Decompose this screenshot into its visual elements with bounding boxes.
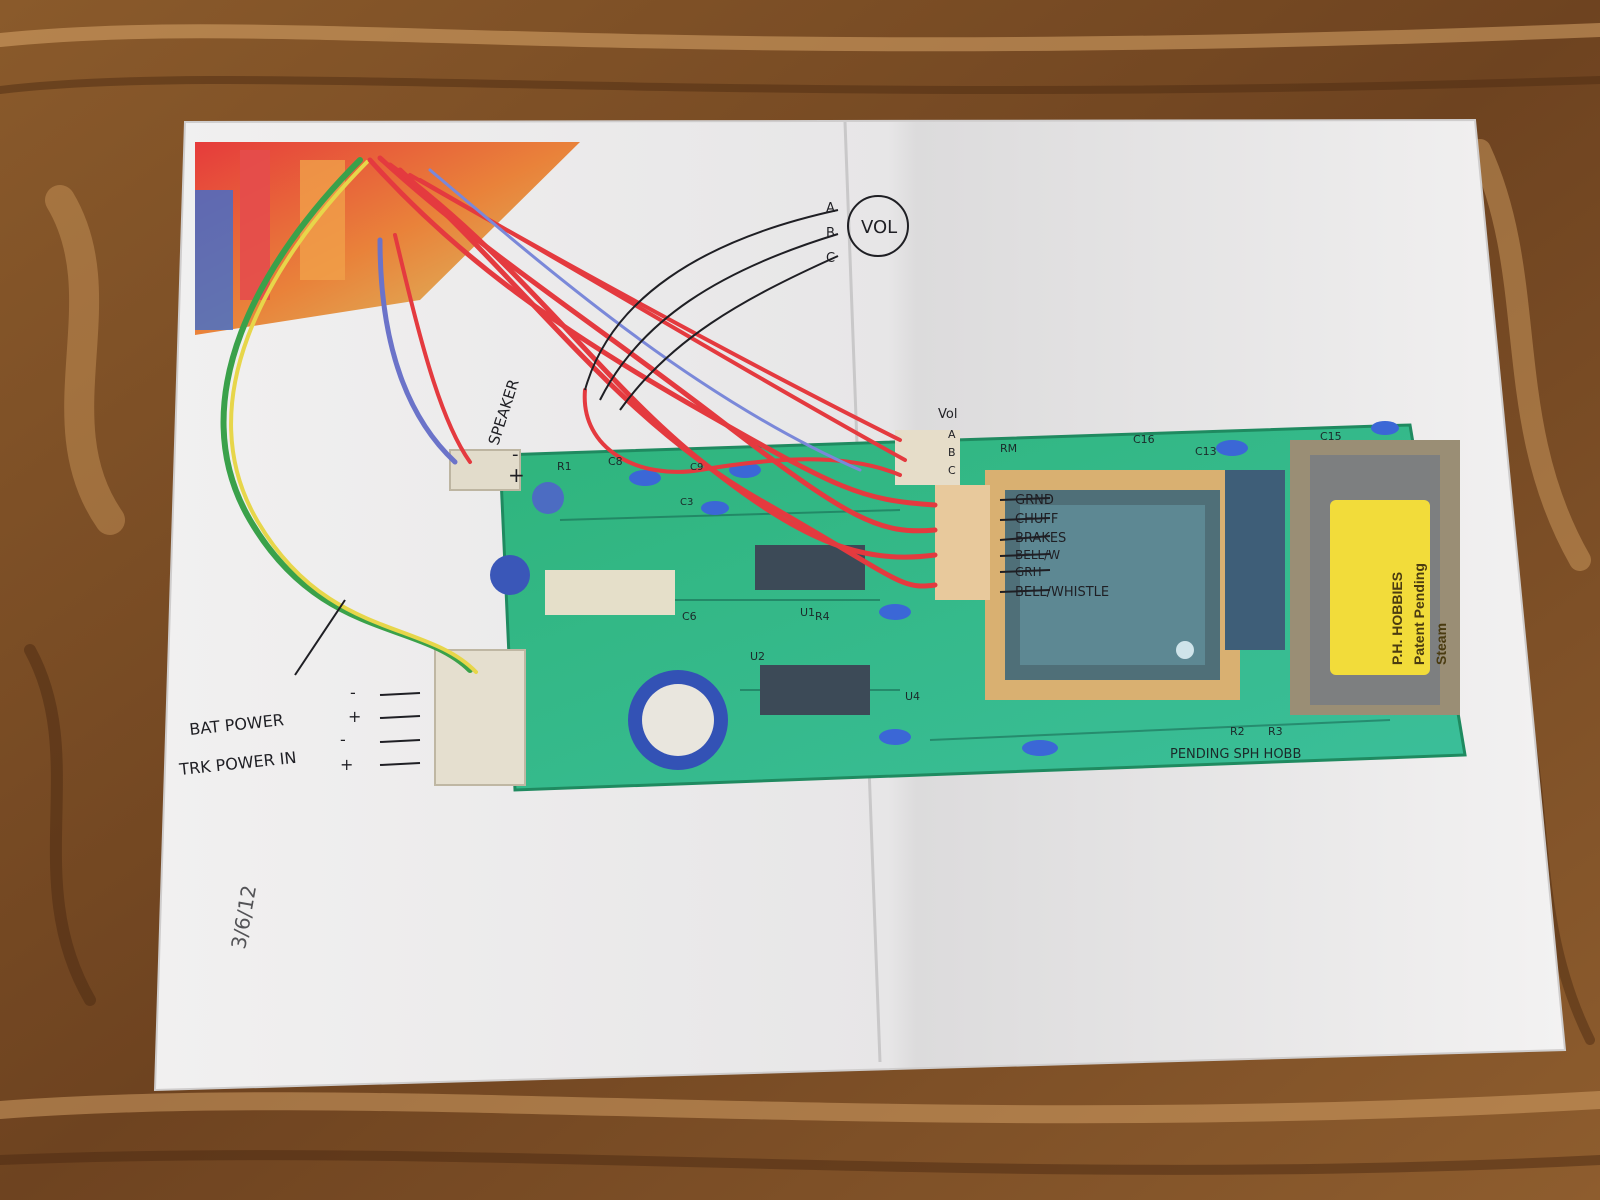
silk-r1: R1 (557, 460, 572, 473)
signal-label-grnd: GRND (1015, 493, 1054, 508)
speaker-plus: + (508, 463, 525, 487)
pen-annotations (294, 195, 1051, 766)
vol-pin-c: C (826, 251, 835, 266)
small-capacitor-2 (532, 482, 564, 514)
vol-header-a: A (948, 428, 956, 441)
silk-c15: C15 (1320, 430, 1342, 443)
chip-label-line-2: Patent Pending (1411, 563, 1427, 665)
signal-label-chuff: CHUFF (1015, 512, 1058, 527)
silk-c6: C6 (682, 610, 697, 623)
white-relay (545, 570, 675, 615)
vol-header-b: B (948, 446, 956, 459)
vol-pin-a: A (826, 201, 835, 216)
wire-bundle (220, 155, 938, 674)
signal-header (935, 485, 990, 600)
volume-header (895, 430, 960, 485)
signal-label-bell-whistle: BELL/WHISTLE (1015, 585, 1109, 600)
vol-header-c: C (948, 464, 956, 477)
signal-label-brakes: BRAKES (1015, 531, 1066, 546)
side-ic (1225, 470, 1285, 650)
vol-pot-label: VOL (861, 217, 897, 238)
trk-plus: + (340, 755, 353, 774)
silk-pending: PENDING SPH HOBB (1170, 747, 1301, 762)
bat-plus: + (348, 707, 361, 726)
silk-u4: U4 (905, 690, 920, 703)
silk-c13: C13 (1195, 445, 1217, 458)
power-connector (434, 649, 526, 786)
silk-r4: R4 (815, 610, 830, 623)
silk-u2: U2 (750, 650, 765, 663)
silk-c8: C8 (608, 455, 623, 468)
wood-grain (0, 23, 1600, 1175)
photo-corner-fragment (195, 142, 580, 335)
signal-label-grh: GRH (1015, 565, 1042, 579)
silk-c9: C9 (690, 462, 703, 473)
dip-ic-u2 (760, 665, 870, 715)
bat-minus: - (350, 683, 356, 702)
silk-rm: RM (1000, 442, 1017, 455)
signal-label-bell-w: BELL/W (1015, 548, 1060, 562)
silk-c16: C16 (1133, 433, 1155, 446)
silk-c3: C3 (680, 497, 693, 508)
trk-minus: - (340, 730, 346, 749)
small-capacitor-1 (490, 555, 530, 595)
chip-label-line-3: Steam (1433, 623, 1449, 665)
silk-r2: R2 (1230, 725, 1245, 738)
silk-r3: R3 (1268, 725, 1283, 738)
vol-pin-b: B (826, 226, 835, 241)
speaker-minus: - (512, 444, 519, 465)
chip-label-line-1: P.H. HOBBIES (1389, 572, 1405, 665)
vol-header-label: Vol (938, 407, 957, 422)
speaker-connector (449, 449, 521, 491)
silk-u1: U1 (800, 606, 815, 619)
eprom-label (1330, 500, 1430, 675)
